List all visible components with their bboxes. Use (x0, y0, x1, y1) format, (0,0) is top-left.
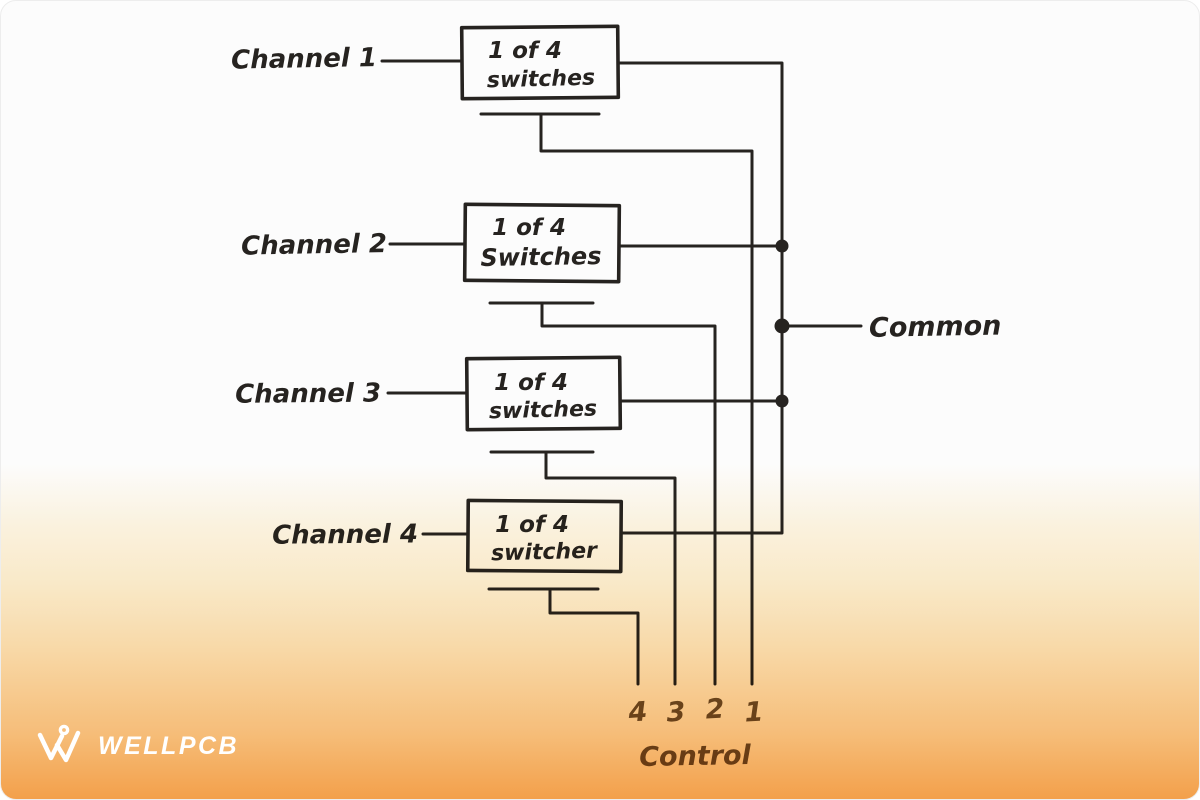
channel-1-label: Channel 1 (231, 43, 377, 76)
brand-logo: WELLPCB (35, 723, 239, 765)
channel-4-label: Channel 4 (272, 519, 418, 550)
output-wire-1-bus-output-wire-4 (616, 61, 784, 535)
junction-dot-ch3 (775, 394, 789, 408)
switch-box-3-line2: switches (489, 397, 598, 425)
brand-name: WELLPCB (98, 731, 240, 760)
channel-3-label: Channel 3 (235, 379, 381, 410)
control-wire-4 (548, 587, 640, 686)
control-wire-3 (544, 450, 677, 686)
control-label: Control (639, 740, 752, 773)
switch-box-2-line1: 1 of 4 (492, 215, 566, 241)
switch-box-2-line2: Switches (480, 242, 602, 272)
control-pin-1: 1 (744, 697, 764, 729)
control-pin-3: 3 (666, 697, 686, 729)
junction-dot-ch2 (775, 239, 789, 253)
control-wire-2 (540, 301, 717, 686)
switch-box-1-line1: 1 of 4 (488, 38, 562, 64)
switch-box-1-line2: switches (487, 66, 596, 94)
channel-4-block: Channel 4 1 of 4 switcher (272, 498, 640, 686)
switch-box-3-line1: 1 of 4 (494, 370, 568, 396)
wellpcb-w-icon (35, 723, 89, 765)
channel-2-label: Channel 2 (241, 229, 387, 262)
control-pin-4: 4 (627, 696, 649, 728)
control-pin-2: 2 (705, 694, 725, 726)
common-label: Common (869, 311, 1002, 344)
switch-box-4-line2: switcher (491, 539, 599, 567)
output-bus: Common (616, 61, 1002, 535)
control-pins: 4 3 2 1 Control (627, 694, 765, 773)
channel-2-block: Channel 2 1 of 4 Switches (241, 202, 717, 686)
switch-box-4-line1: 1 of 4 (495, 512, 569, 538)
